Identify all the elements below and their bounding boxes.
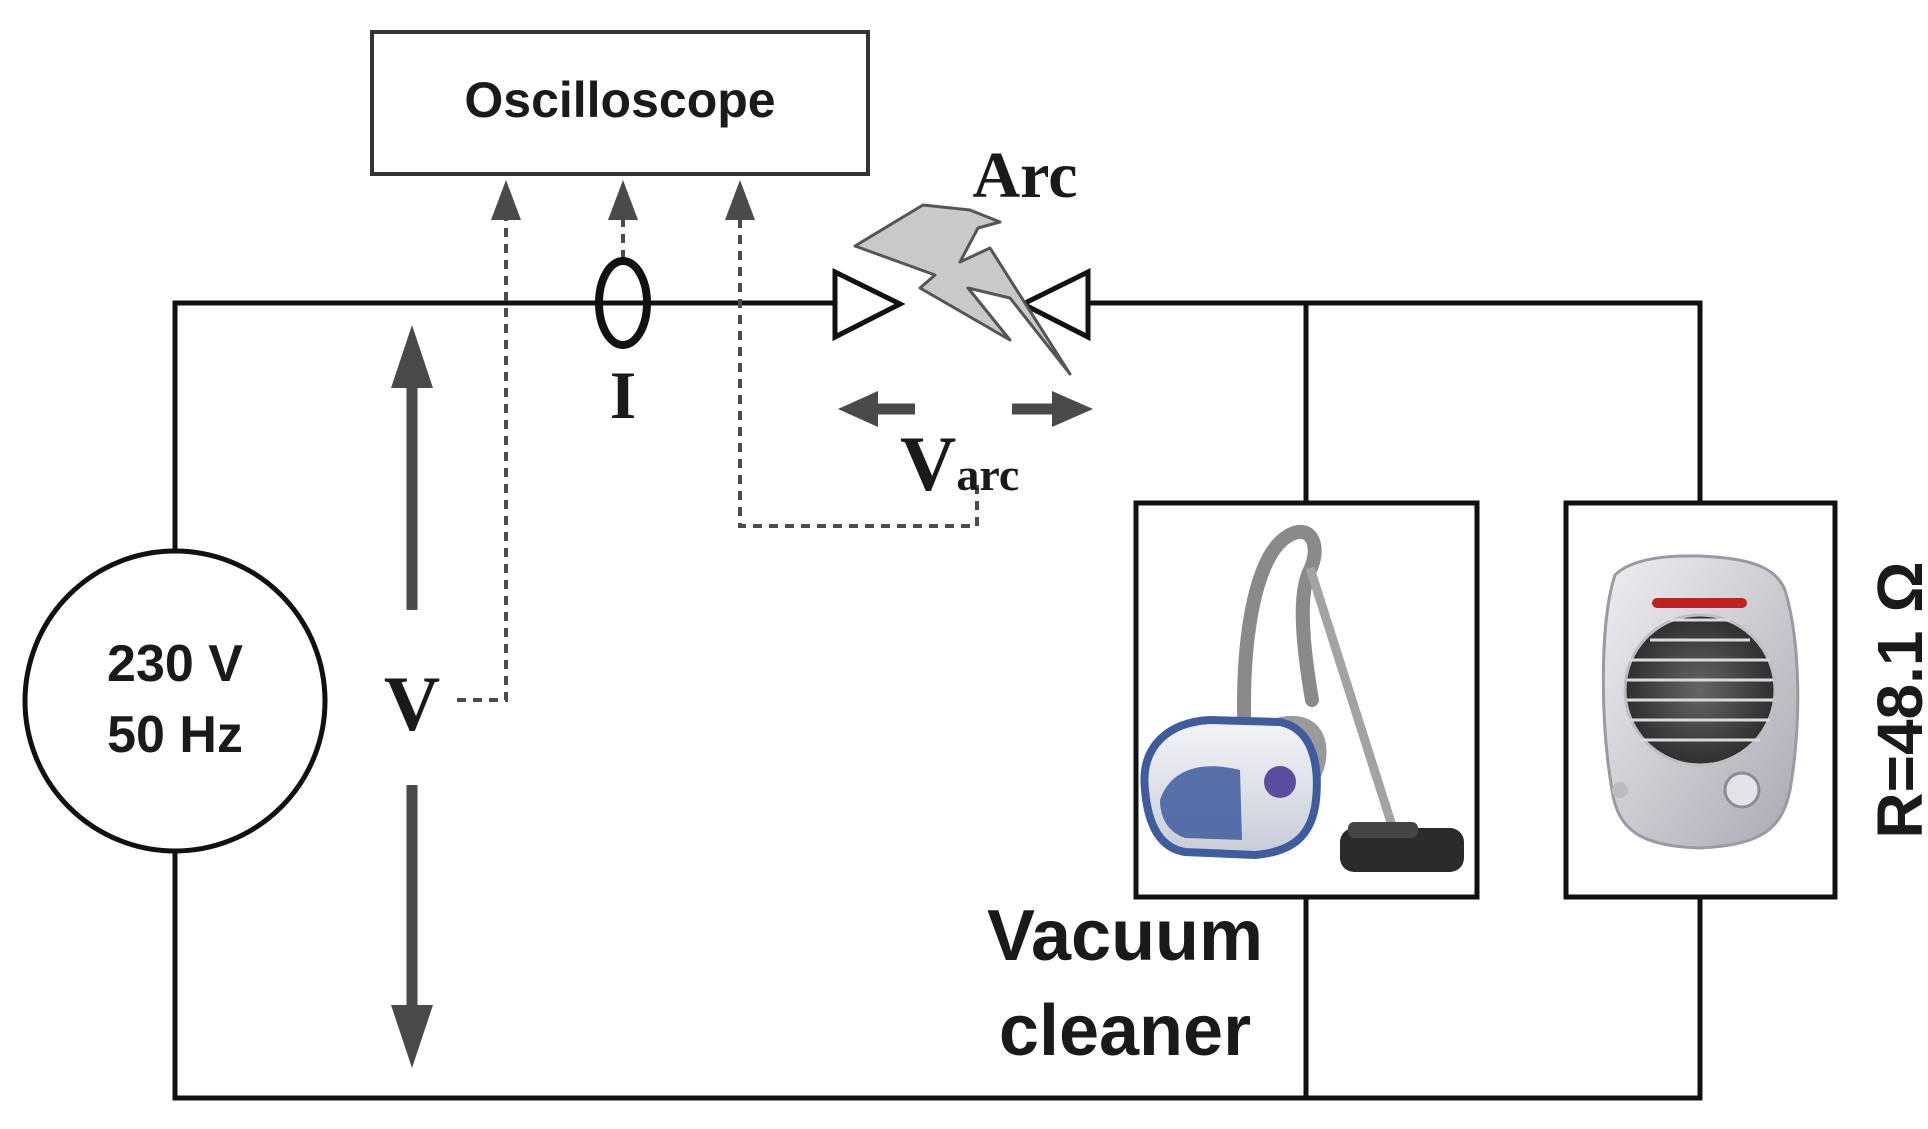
heater-resistance-label: R=48.1 Ω [1864,561,1928,838]
right-electrode-icon [1017,267,1091,342]
bottom-wire [172,847,1703,1101]
voltage-probe-arrow [491,180,521,220]
arc-arrow-left-head [838,391,878,427]
supply-voltage-arrow [391,325,433,1068]
arc-voltage-label: Varc [900,420,1019,507]
voltage-arrow-up-head [391,325,433,388]
top-left-wire [172,300,835,553]
vacuum-cleaner-icon [1140,525,1464,872]
arc-label: Arc [972,139,1077,212]
voltage-arrow-down-head [391,1005,433,1068]
source-voltage-label: 230 V [107,635,243,693]
arc-arrow-right-head [1052,391,1093,427]
source-frequency-label: 50 Hz [107,706,243,764]
supply-voltage-label: V [384,660,440,747]
fan-heater-icon [1601,554,1800,850]
probe-lines [457,180,979,702]
current-sensor-icon [595,257,651,349]
vacuum-label-line2: cleaner [999,991,1251,1071]
arc-voltage-probe-arrow [725,180,755,220]
oscilloscope-label: Oscilloscope [464,72,775,128]
circuit-wires [172,300,1703,1101]
fan-heater-load: R=48.1 Ω [1563,500,1928,900]
top-right-wire [1085,300,1703,506]
arc-voltage-arrows [838,391,1093,427]
arc-voltage-subscript: arc [956,449,1019,500]
current-probe-arrow [608,180,638,220]
current-label: I [610,357,636,433]
arc-voltage-base: V [900,420,956,507]
lightning-arc-icon [853,203,1072,376]
vacuum-cleaner-load: Vacuum cleaner [987,500,1480,1071]
arc-voltage-probe-line [738,215,979,528]
vacuum-label-line1: Vacuum [987,896,1263,976]
left-electrode-icon [832,267,906,342]
voltage-probe-line [457,215,508,702]
ac-voltage-source: 230 V 50 Hz [22,548,328,854]
oscilloscope-box: Oscilloscope [370,30,870,176]
